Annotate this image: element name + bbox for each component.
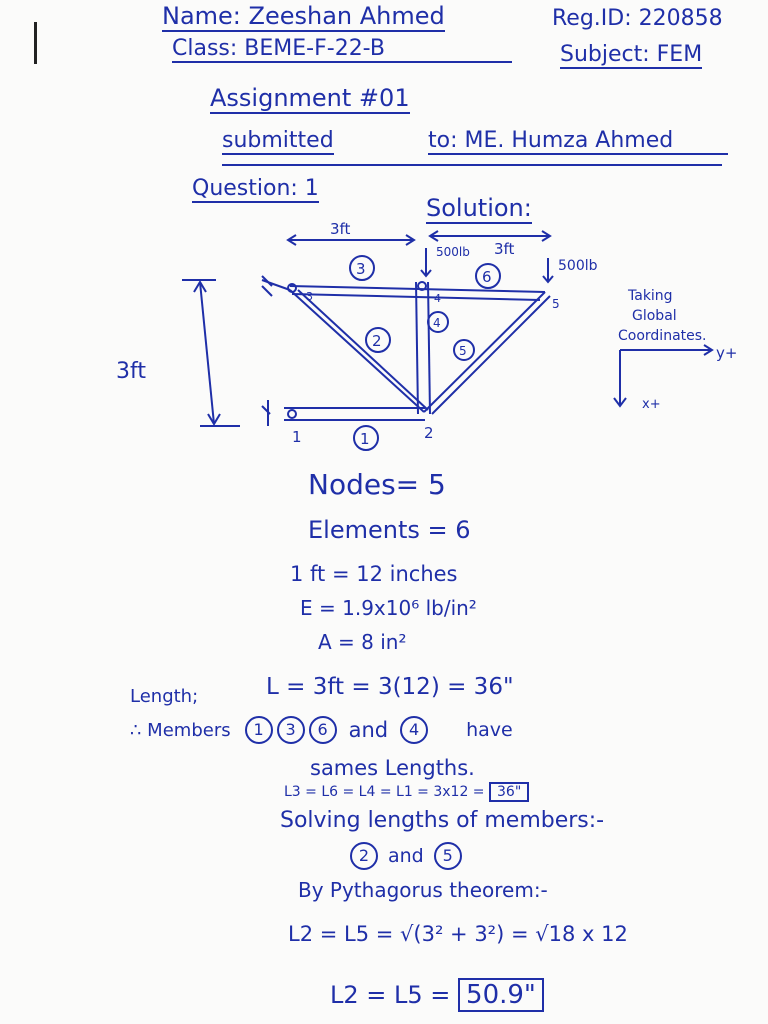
member-3-6 (289, 285, 546, 293)
dim-top-left-label: 3ft (330, 220, 351, 238)
l2-final-box: 50.9" (458, 978, 544, 1012)
members-have: have (466, 719, 513, 741)
l2-final: L2 = L5 = 50.9" (330, 978, 544, 1012)
member-circle-4: 4 (400, 716, 429, 744)
axis-y-label: y+ (716, 344, 737, 362)
node-label-5: 5 (552, 297, 560, 311)
question-label: Question: 1 (192, 176, 319, 203)
header-divider (222, 164, 722, 166)
unit-conversion: 1 ft = 12 inches (290, 562, 458, 586)
load-2-label: 500lb (558, 258, 598, 274)
solve-circle-2: 2 (350, 842, 378, 870)
node-label-2: 2 (424, 424, 434, 442)
solve-and: and (388, 845, 424, 867)
member-5 (423, 291, 546, 413)
truss-diagram: 3ft 3ft 3ft 500lb 500lb 3 6 2 4 5 1 1 2 … (116, 220, 737, 451)
dim-left-label: 3ft (116, 359, 146, 384)
element-label-4: 4 (433, 316, 441, 330)
l2-final-lhs: L2 = L5 = (330, 981, 451, 1009)
submitted-label: submitted (222, 128, 334, 155)
axis-x-label: x+ (642, 397, 661, 412)
elements-count: Elements = 6 (308, 516, 471, 544)
load-1-label: 500lb (436, 245, 470, 259)
solution-label: Solution: (426, 194, 532, 224)
same-lengths: sames Lengths. (310, 756, 475, 780)
solve-circle-5: 5 (433, 842, 462, 870)
node-label-4: 4 (434, 292, 441, 305)
member-circle-1: 1 (244, 716, 273, 744)
class-label: Class: BEME-F-22-B (172, 36, 512, 63)
element-label-5: 5 (459, 344, 467, 358)
l2-equation: L2 = L5 = √(3² + 3²) = √18 x 12 (288, 922, 628, 946)
pythagorus-line: By Pythagorus theorem:- (298, 878, 548, 902)
length-equation: L = 3ft = 3(12) = 36" (266, 674, 514, 700)
area-a: A = 8 in² (318, 630, 407, 654)
solving-members: 2 and 5 (348, 842, 464, 870)
element-label-1: 1 (360, 430, 370, 448)
lengths-result-box: 36" (489, 782, 530, 802)
coords-note-line-1: Taking (627, 288, 673, 304)
subject-label: Subject: FEM (560, 42, 703, 69)
student-name: Name: Zeeshan Ahmed (162, 2, 445, 32)
coords-note-line-3: Coordinates. (618, 328, 707, 344)
element-label-2: 2 (372, 332, 382, 350)
element-label-3: 3 (356, 260, 366, 278)
submitted-to: to: ME. Humza Ahmed (428, 128, 728, 155)
length-label: Length; (130, 686, 199, 707)
member-2 (289, 289, 425, 413)
assignment-title: Assignment #01 (210, 84, 410, 114)
reg-id: Reg.ID: 220858 (552, 6, 723, 31)
page-edge-mark (34, 22, 37, 64)
member-circle-3: 3 (276, 716, 305, 744)
members-label: ∴ Members (130, 719, 231, 741)
dim-arrow-left (199, 281, 215, 425)
nodes-count: Nodes= 5 (308, 468, 446, 501)
node-label-1: 1 (292, 428, 302, 446)
dim-top-right-label: 3ft (494, 240, 515, 258)
node-label-3: 3 (306, 290, 313, 303)
member-4 (415, 281, 419, 415)
member-circle-6: 6 (308, 716, 337, 744)
members-line: ∴ Members 1 3 6 and 4 have (130, 716, 513, 744)
modulus-e: E = 1.9x10⁶ lb/in² (300, 596, 477, 620)
lengths-equation: L3 = L6 = L4 = L1 = 3x12 = 36" (284, 782, 530, 802)
solving-lengths: Solving lengths of members:- (280, 808, 605, 833)
element-label-6: 6 (482, 268, 492, 286)
coords-note-line-2: Global (632, 308, 677, 324)
members-and: and (348, 718, 389, 742)
lengths-equation-lhs: L3 = L6 = L4 = L1 = 3x12 = (284, 784, 485, 800)
